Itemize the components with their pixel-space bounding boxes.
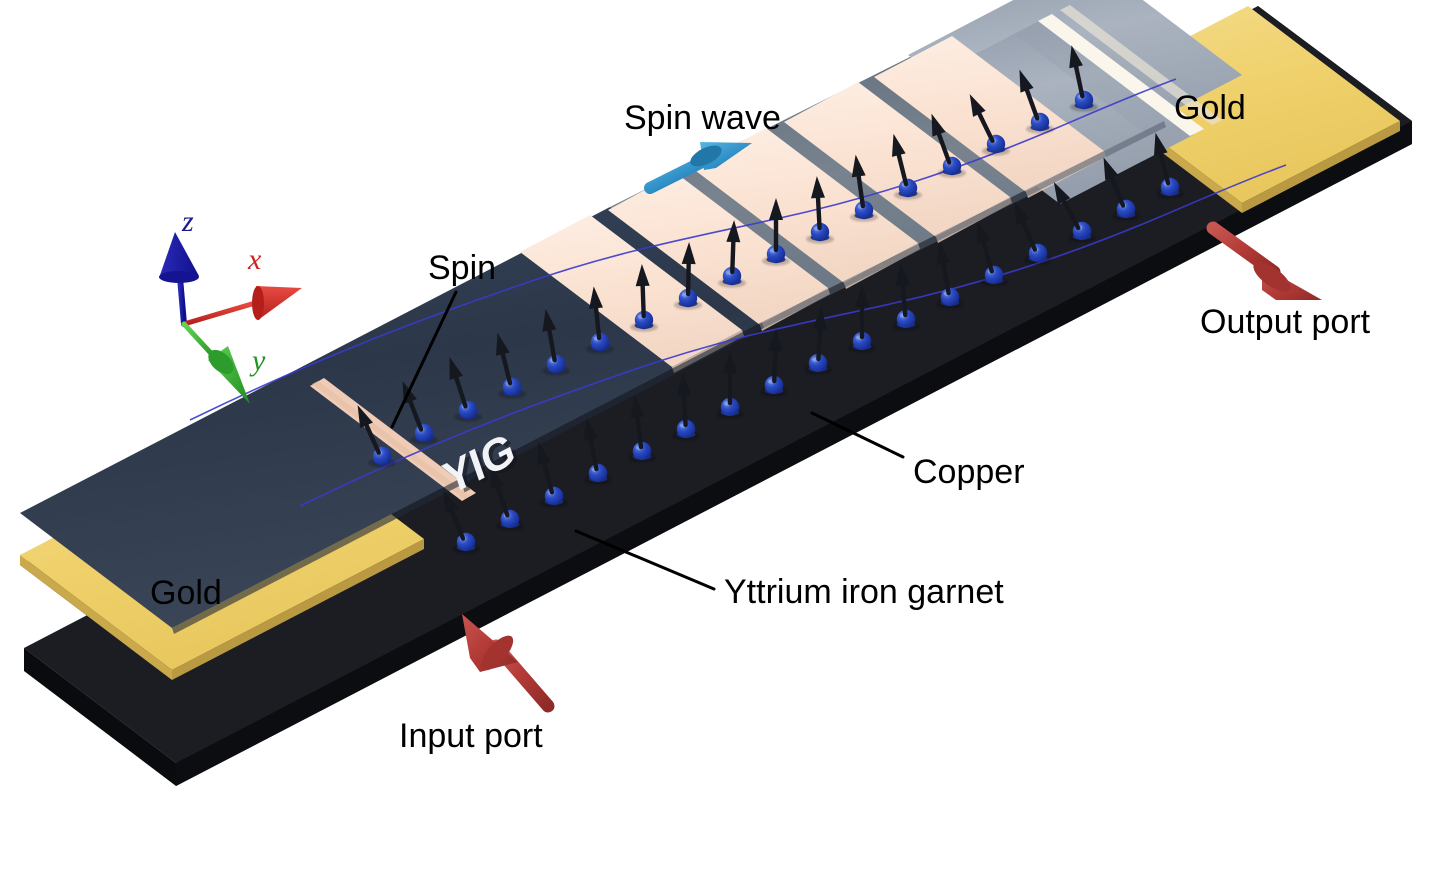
leader-spin (390, 290, 458, 429)
coordinate-axes (159, 232, 302, 404)
label-yttrium-iron-garnet: Yttrium iron garnet (724, 573, 1004, 611)
waveguide-front-edge (172, 121, 1166, 634)
axis-y-arrow (181, 321, 250, 404)
axis-label-y: y (252, 344, 266, 377)
leader-lines (390, 290, 905, 591)
spin-row-back (357, 45, 1098, 468)
label-gold-left: Gold (150, 574, 222, 612)
axis-label-x: x (248, 243, 262, 276)
axis-label-z: z (182, 205, 194, 238)
spin-wave-arrow (644, 142, 752, 194)
label-spin-wave: Spin wave (624, 99, 781, 137)
label-gold-right: Gold (1174, 89, 1246, 127)
output-port-arrow (1206, 221, 1322, 300)
label-copper: Copper (913, 453, 1025, 491)
leader-yig (574, 529, 716, 591)
label-spin: Spin (428, 249, 497, 287)
spin-row-front (443, 132, 1184, 554)
label-output-port: Output port (1200, 303, 1371, 341)
isolation-stripe (1038, 5, 1222, 136)
label-input-port: Input port (399, 717, 543, 755)
input-port-arrow (462, 614, 555, 713)
leader-copper (810, 411, 905, 459)
axis-z-arrow (159, 232, 199, 327)
axis-x-arrow (181, 286, 302, 327)
